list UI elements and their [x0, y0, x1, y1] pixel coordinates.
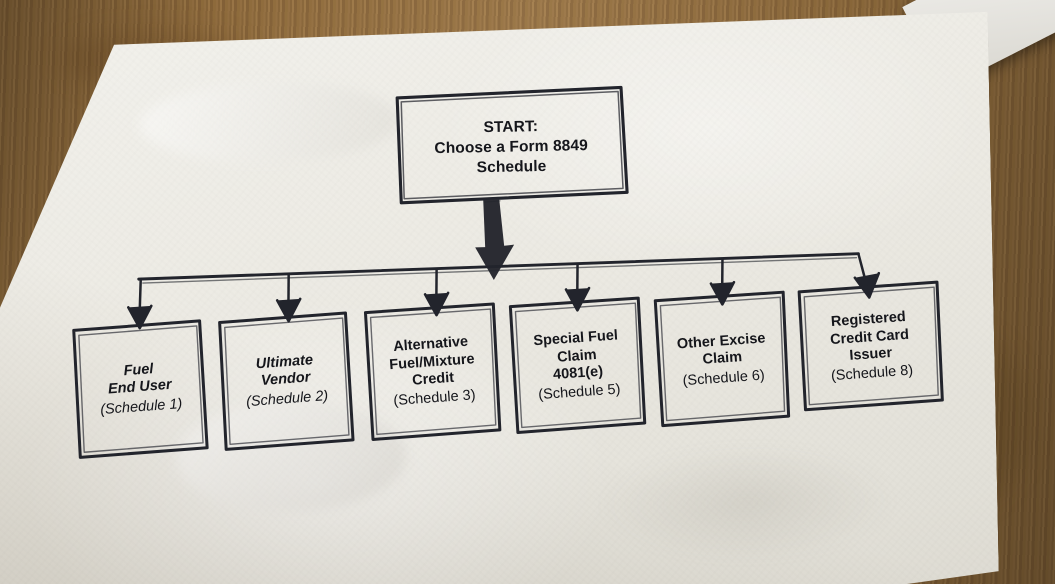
branch-connector-4 [566, 264, 590, 310]
leaf-node-border-3 [365, 304, 500, 440]
leaf-alternative-fuel-mixture-credit: Alternative Fuel/Mixture Credit (Schedul… [362, 304, 503, 441]
start-line-3: Schedule [476, 157, 547, 177]
distribution-bus [139, 254, 859, 283]
leaf-special-fuel-claim: Special Fuel Claim 4081(e) (Schedule 5) [507, 298, 648, 435]
leaf-registered-credit-card-issuer: Registered Credit Card Issuer (Schedule … [796, 282, 944, 413]
leaf-node-border-1 [74, 321, 208, 458]
start-line-2: Choose a Form 8849 [434, 137, 589, 158]
leaf-node-border-2 [219, 313, 353, 450]
start-node-border [397, 87, 627, 203]
branch-connector-1 [128, 279, 152, 328]
leaf-node-border-4 [510, 298, 645, 433]
main-arrow [474, 199, 515, 281]
branch-connector-6 [854, 253, 879, 297]
leaf-fuel-end-user: Fuel End User (Schedule 1) [70, 320, 209, 457]
branch-connector-3 [425, 269, 449, 315]
branch-connector-2 [277, 274, 301, 321]
start-node: START: Choose a Form 8849 Schedule [397, 93, 625, 202]
leaf-node-border-6 [799, 282, 942, 410]
branch-connector-5 [710, 259, 734, 304]
leaf-ultimate-vendor: Ultimate Vendor (Schedule 2) [216, 313, 355, 450]
leaf-node-border-5 [655, 292, 789, 426]
leaf-other-excise-claim: Other Excise Claim (Schedule 6) [652, 292, 793, 429]
paper-sheet: START: Choose a Form 8849 Schedule Fuel … [0, 8, 1000, 584]
flowchart-drawing: START: Choose a Form 8849 Schedule Fuel … [0, 8, 1000, 584]
